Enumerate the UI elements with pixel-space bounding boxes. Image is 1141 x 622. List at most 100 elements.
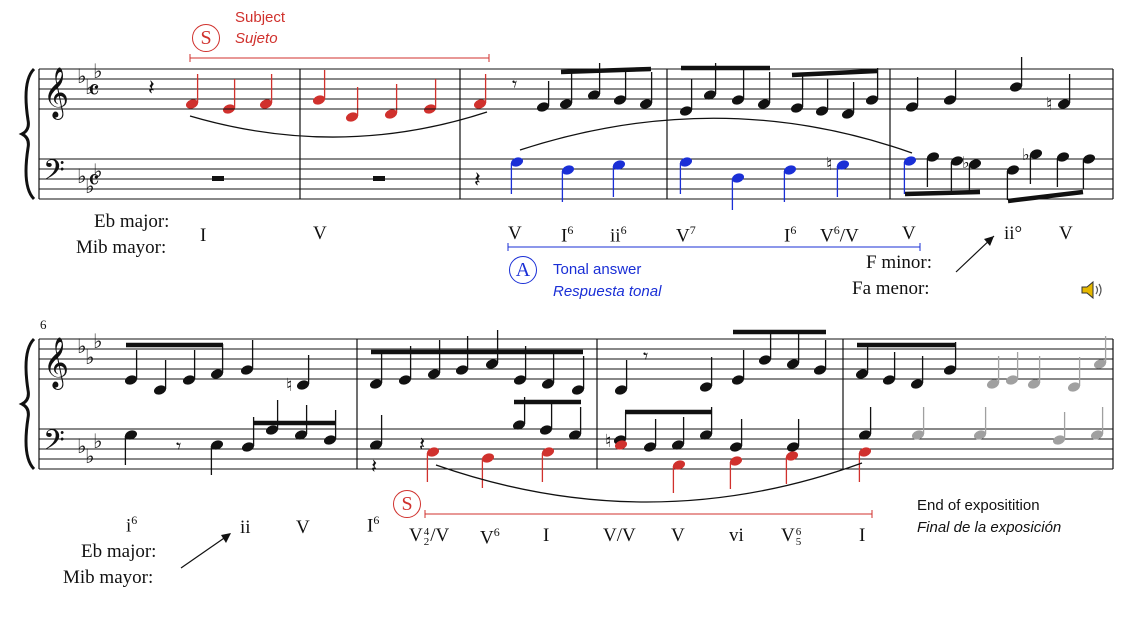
note-head	[757, 99, 771, 109]
note-head	[210, 369, 224, 379]
quarter-rest: 𝄽	[474, 168, 481, 193]
note-head	[485, 359, 499, 369]
note-head	[968, 159, 982, 169]
note-head	[639, 99, 653, 109]
note-head	[398, 375, 412, 385]
flat-sign: ♭	[77, 434, 86, 458]
audio-play-button[interactable]	[1080, 279, 1106, 301]
note-head	[512, 420, 526, 430]
roman-2-I6: I6	[367, 513, 380, 537]
subject-note	[185, 99, 199, 109]
roman-2-ii: ii	[240, 517, 251, 538]
note-head	[1057, 99, 1071, 109]
answer-note	[783, 165, 797, 175]
note-head	[943, 95, 957, 105]
note-head	[855, 369, 869, 379]
answer-marker: A	[509, 256, 537, 284]
flat-sign: ♭	[93, 329, 102, 353]
subject-note	[345, 112, 359, 122]
note-head	[986, 379, 1000, 389]
roman-1-I: I	[200, 225, 207, 246]
roman-1-V6V: V6/V	[820, 223, 859, 247]
note-head	[643, 442, 657, 452]
note-head	[943, 365, 957, 375]
note-head	[882, 375, 896, 385]
subject-note	[858, 447, 872, 457]
note-head	[790, 103, 804, 113]
note-head	[786, 359, 800, 369]
note-head	[731, 95, 745, 105]
note-head	[758, 355, 772, 365]
note-head	[813, 365, 827, 375]
answer-slur	[519, 117, 913, 154]
roman-2-i6: i6	[126, 513, 138, 537]
note-head	[1005, 375, 1019, 385]
note-head	[124, 375, 138, 385]
flat-sign: ♭	[93, 159, 102, 183]
roman-1-iio: ii°	[1004, 223, 1023, 244]
arrow-head	[221, 533, 231, 543]
key-label-en-1: Eb major:	[94, 211, 170, 232]
roman-1-V-d: V	[1059, 223, 1073, 244]
note-head	[568, 430, 582, 440]
subject-marker-2: S	[393, 490, 421, 518]
roman-1-I6-b: I6	[784, 223, 797, 247]
note-head	[455, 365, 469, 375]
answer-note	[612, 160, 626, 170]
treble-clef: 𝄞	[43, 67, 69, 120]
key-label-en-2: F minor:	[866, 252, 932, 273]
note-head	[1009, 82, 1023, 92]
note-head	[182, 375, 196, 385]
eighth-rest: 𝄾	[176, 434, 181, 458]
note-head	[241, 442, 255, 452]
note-head	[950, 156, 964, 166]
note-head	[369, 440, 383, 450]
note-head	[1090, 430, 1104, 440]
flat-sign: ♭	[85, 345, 94, 369]
key-label-es-2: Fa menor:	[852, 278, 930, 299]
answer-note	[510, 157, 524, 167]
note-head	[841, 109, 855, 119]
key-label-en-3: Eb major:	[81, 541, 157, 562]
subject-note	[312, 95, 326, 105]
note-head	[587, 90, 601, 100]
roman-2-V: V	[296, 517, 310, 538]
note-head	[124, 430, 138, 440]
note-head	[699, 430, 713, 440]
flat-sign: ♭	[77, 64, 86, 88]
subject-note	[614, 440, 628, 450]
subject-note	[672, 460, 686, 470]
note-head	[541, 379, 555, 389]
flat-sign: ♭	[85, 75, 94, 99]
note-head	[265, 425, 279, 435]
subject-note	[384, 109, 398, 119]
subject-note	[481, 453, 495, 463]
roman-2-VV: V/V	[603, 525, 636, 546]
note-head	[905, 102, 919, 112]
subject-slur	[189, 111, 488, 138]
common-time: 𝄴	[88, 76, 100, 106]
natural-sign: ♮	[1046, 94, 1052, 115]
note-head	[1067, 382, 1081, 392]
note-head	[571, 385, 585, 395]
flat-sign: ♭	[1022, 145, 1030, 164]
note-head	[613, 95, 627, 105]
subject-label-en: Subject	[235, 9, 286, 26]
subject-note	[473, 99, 487, 109]
flat-sign: ♭	[85, 444, 94, 468]
note-head	[731, 375, 745, 385]
natural-sign: ♮	[826, 154, 832, 175]
note-head	[865, 95, 879, 105]
roman-1-V-b: V	[508, 223, 522, 244]
bass-clef: 𝄢	[43, 424, 65, 464]
note-head	[671, 440, 685, 450]
note-head	[210, 440, 224, 450]
eighth-rest: 𝄾	[643, 344, 648, 368]
end-label-en: End of expositition	[917, 497, 1040, 514]
subject-slur	[435, 462, 863, 503]
note-head	[911, 430, 925, 440]
roman-1-V: V	[313, 223, 327, 244]
beam	[791, 68, 878, 78]
flat-sign: ♭	[77, 334, 86, 358]
note-head	[1006, 165, 1020, 175]
